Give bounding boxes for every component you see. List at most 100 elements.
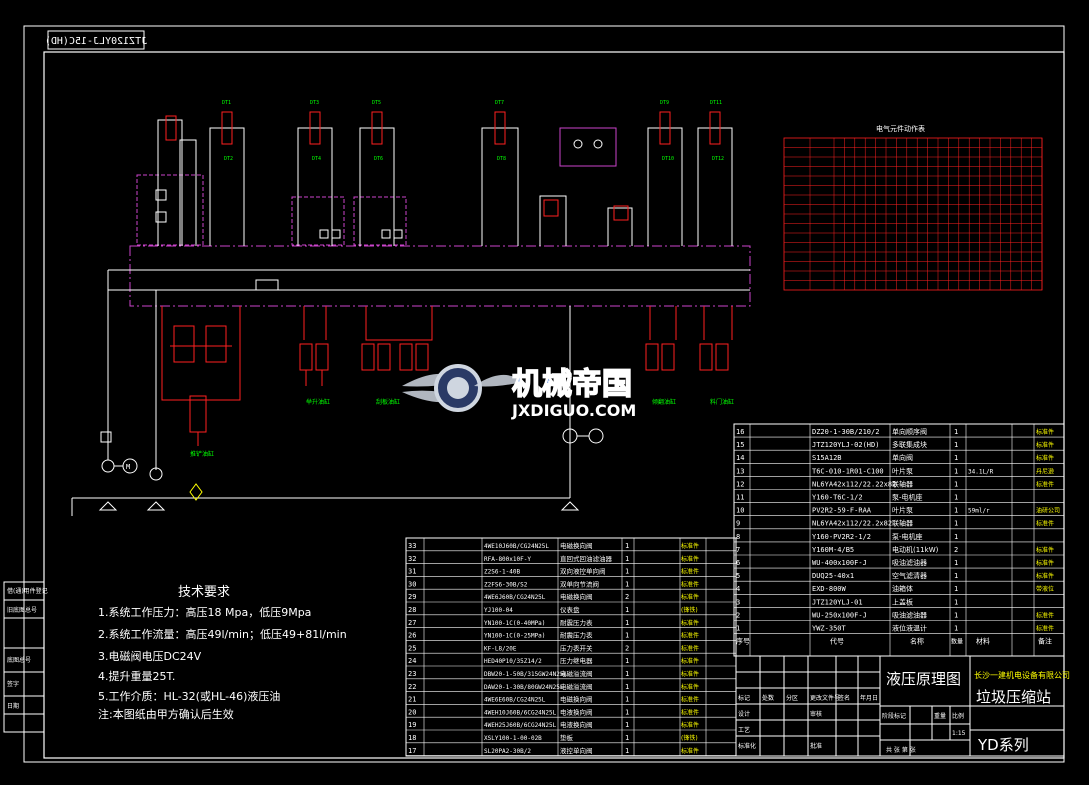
bom-code: KF-L8/20E	[484, 645, 517, 652]
bom-note: 标准件	[1036, 546, 1054, 554]
bom-code: WU-250x100F-J	[812, 611, 867, 619]
bom-name: 电磁换向阀	[560, 695, 593, 704]
bom-name: 空气滤清器	[892, 571, 927, 580]
bom-code: DAW20-1-30B/80GW24N25L	[484, 684, 564, 691]
bom-code: NL6YA42x112/22.2x82	[812, 520, 892, 528]
bom-qty: 1	[954, 454, 958, 462]
bom-code: WU-400x100F-J	[812, 559, 867, 567]
bom-name: 联轴器	[892, 519, 913, 528]
bom-qty: 1	[625, 568, 629, 576]
bom-no: 30	[408, 580, 416, 588]
sign-label-1: 处数	[762, 694, 774, 702]
bom-note: 标准件	[681, 580, 699, 588]
bom-no: 15	[736, 441, 744, 449]
weight-label: 重量	[934, 712, 946, 720]
bom-qty: 1	[625, 708, 629, 716]
bom-header-note: 备注	[1038, 637, 1052, 646]
bom-code: XSLY100-1-00-02B	[484, 735, 542, 742]
bom-note: 标准件	[1036, 520, 1054, 528]
actuator-label-3: 倾翻油缸	[652, 398, 676, 406]
bom-note: 标准件	[681, 721, 699, 729]
bom-code: YWZ-350T	[812, 625, 847, 633]
side-stamp-4: 日期	[7, 702, 19, 710]
bom-code: 4WE10J60B/CG24N25L	[484, 543, 549, 550]
bom-no: 1	[736, 625, 740, 633]
bom-code: Z2FS6-30B/S2	[484, 581, 528, 588]
bom-qty: 1	[954, 507, 958, 515]
tech-item-4: 5.工作介质：HL-32(或HL-46)液压油	[98, 689, 280, 703]
bom-code: 4WE6E60B/CG24N25L	[484, 697, 546, 704]
bom-name: 单向顺序阀	[892, 427, 927, 436]
svg-text:DT10: DT10	[662, 156, 674, 162]
bom-code: HED40P10/35Z14/2	[484, 658, 542, 665]
bom-no: 16	[736, 428, 744, 436]
bom-no: 9	[736, 520, 740, 528]
bom-note: 标准件	[681, 644, 699, 652]
bom-code: T6C-010-1R01-C100	[812, 467, 884, 475]
tech-item-3: 4.提升重量25T.	[98, 669, 175, 683]
watermark-logo: 机械帝国 JXDIGUO.COM	[402, 364, 636, 420]
bom-code: YN100-1C(0-25MPa)	[484, 633, 545, 640]
bom-header-material: 材料	[976, 637, 990, 646]
bom-name: 压力表开关	[560, 643, 593, 652]
svg-text:DT3: DT3	[310, 100, 319, 106]
bom-header-qty: 数量	[951, 638, 963, 646]
bom-note: 丹尼逊	[1036, 467, 1054, 475]
bom-note: 标准件	[681, 708, 699, 716]
bom-note: 油研公司	[1036, 507, 1060, 515]
bom-qty: 1	[954, 559, 958, 567]
watermark-brand: 机械帝国	[512, 367, 632, 402]
bom-note: 标准件	[1036, 559, 1054, 567]
role-label-1: 审核	[810, 710, 822, 718]
bom-no: 3	[736, 598, 740, 606]
bom-note: 标准件	[681, 619, 699, 627]
bom-no: 7	[736, 546, 740, 554]
bom-no: 21	[408, 696, 416, 704]
bom-no: 12	[736, 480, 744, 488]
bom-name: 吸油滤油器	[892, 610, 927, 619]
sign-label-3: 更改文件号	[810, 694, 840, 702]
actuator-label-0: 推铲油缸	[190, 450, 214, 458]
hydraulic-schematic: M	[71, 100, 751, 516]
side-stamp-1: 旧底图总号	[7, 606, 37, 614]
bom-no: 10	[736, 507, 744, 515]
svg-text:DT1: DT1	[222, 100, 231, 106]
bom-code: Y160M-4/B5	[812, 546, 854, 554]
bom-note: 标准件	[1036, 625, 1054, 633]
role-label-4: 批准	[810, 742, 822, 750]
bom-name: 直回式回油滤油器	[560, 554, 613, 563]
bom-no: 33	[408, 542, 416, 550]
bom-no: 28	[408, 606, 416, 614]
code-stamp: JTZ120YLJ-15C(HD)	[45, 30, 147, 50]
bom-name: 液位液温计	[892, 624, 927, 633]
svg-text:JTZ120YLJ-15C(HD): JTZ120YLJ-15C(HD)	[45, 36, 147, 47]
bom-name: 多联集成块	[892, 440, 927, 449]
bom-name: 叶片泵	[892, 506, 913, 515]
bom-code: 4WEH10J60B/6CG24N25L	[484, 709, 557, 716]
bom-qty: 1	[954, 625, 958, 633]
bom-no: 24	[408, 657, 416, 665]
bom-code: YN100-1C(0-40MPa)	[484, 620, 545, 627]
bom-qty: 1	[625, 721, 629, 729]
watermark-url: JXDIGUO.COM	[511, 401, 636, 420]
upper-bom-header: 序号代号名称数量材料备注	[736, 637, 1052, 646]
bom-qty: 1	[954, 467, 958, 475]
side-stamp-3: 签字	[7, 680, 19, 688]
bom-no: 2	[736, 611, 740, 619]
bom-code: Z2S6-1-40B	[484, 569, 521, 576]
upper-bom-row: 1 YWZ-350T 液位液温计 1 标准件	[736, 624, 1054, 633]
bom-note: 带液位	[1036, 585, 1054, 593]
bom-name: 联轴器	[892, 479, 913, 488]
